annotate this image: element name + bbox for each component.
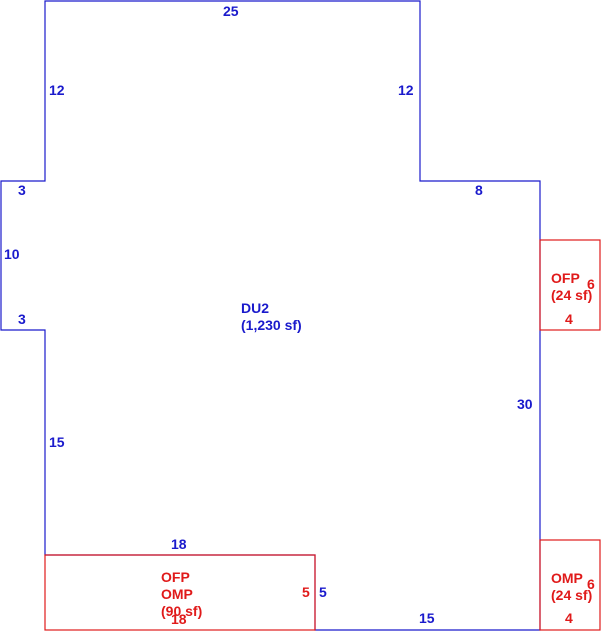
- ofp-right-name: OFP: [551, 270, 580, 286]
- dim-left-bump: 10: [4, 246, 20, 262]
- dim-porch-right: 5: [319, 584, 327, 600]
- dim-bottom-left-porch: 18: [171, 536, 187, 552]
- main-area-name: DU2: [241, 300, 269, 316]
- dim-upper-right: 12: [398, 82, 414, 98]
- ofp-right-dim-side: 6: [587, 276, 595, 292]
- main-area-size: (1,230 sf): [241, 317, 302, 333]
- ofp-omp-bottom-outline[interactable]: [44, 554, 316, 631]
- ofp-omp-bottom-area: (90 sf): [161, 603, 202, 619]
- omp-right-outline[interactable]: [539, 539, 601, 631]
- dim-upper-left: 12: [49, 82, 65, 98]
- dim-lower-left: 15: [49, 434, 65, 450]
- ofp-omp-bottom-name-1: OFP: [161, 569, 190, 585]
- ofp-omp-bottom-dim-bottom: 18: [171, 611, 187, 627]
- dim-left-step-top: 3: [18, 182, 26, 198]
- dim-top: 25: [223, 3, 239, 19]
- omp-right-dim-side: 6: [587, 576, 595, 592]
- omp-right-area: (24 sf): [551, 587, 592, 603]
- ofp-right-outline[interactable]: [539, 239, 601, 331]
- omp-right-dim-bottom: 4: [565, 610, 573, 626]
- main-building-outline[interactable]: [0, 0, 541, 631]
- ofp-omp-bottom-name-2: OMP: [161, 586, 193, 602]
- ofp-right-area: (24 sf): [551, 287, 592, 303]
- dim-bottom-right: 15: [419, 610, 435, 626]
- dim-right-step: 8: [475, 182, 483, 198]
- ofp-right-dim-bottom: 4: [565, 311, 573, 327]
- ofp-omp-bottom-dim-side: 5: [302, 584, 310, 600]
- dim-left-step-bottom: 3: [18, 311, 26, 327]
- dim-right: 30: [517, 396, 533, 412]
- omp-right-name: OMP: [551, 570, 583, 586]
